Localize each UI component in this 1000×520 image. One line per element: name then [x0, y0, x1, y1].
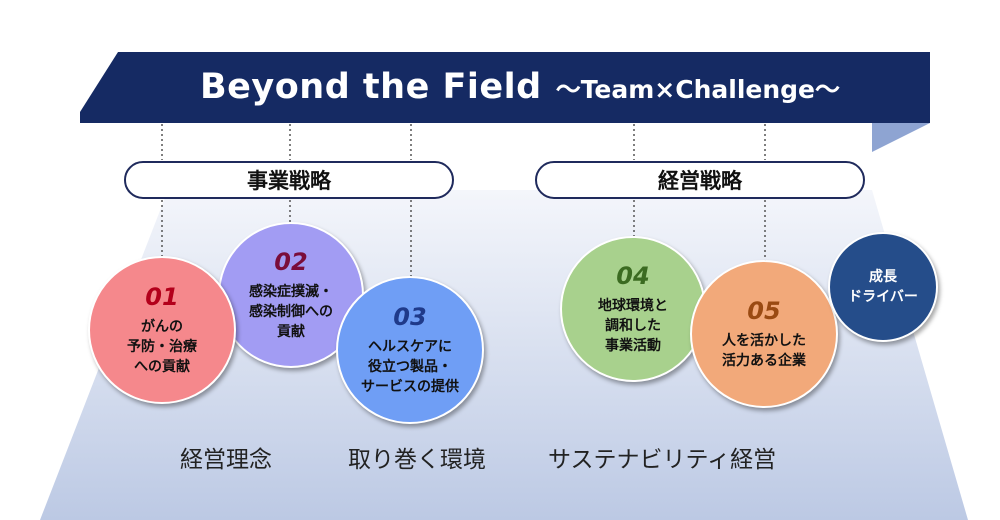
circle-number: 01 [145, 283, 179, 311]
bottom-label-environment: 取り巻く環境 [348, 447, 486, 473]
strategy-management: 経営戦略 [535, 161, 865, 199]
circle-number: 04 [616, 262, 650, 290]
circle-number: 03 [393, 303, 427, 331]
strategy-label: 事業戦略 [247, 169, 331, 193]
growth-driver-bubble: 成長 ドライバー [828, 232, 938, 342]
circle-text: 人を活かした 活力ある企業 [722, 333, 806, 369]
circle-02: 02 感染症撲滅・ 感染制御への 貢献 [218, 222, 364, 368]
banner-main-title: Beyond the Field [200, 67, 542, 107]
banner-title: Beyond the Field ～Team×Challenge～ [200, 62, 840, 112]
circle-text: がんの 予防・治療 への貢献 [127, 319, 197, 375]
banner-shape [80, 52, 930, 123]
circle-number: 05 [747, 297, 781, 325]
circle-number: 02 [274, 248, 308, 276]
circle-05: 05 人を活かした 活力ある企業 [690, 260, 838, 408]
circle-03: 03 ヘルスケアに 役立つ製品・ サービスの提供 [336, 276, 484, 424]
banner-accent-triangle [872, 123, 930, 152]
circle-text: 感染症撲滅・ 感染制御への 貢献 [249, 284, 333, 340]
circle-text: ヘルスケアに 役立つ製品・ サービスの提供 [361, 339, 459, 395]
circle-text: 地球環境と 調和した 事業活動 [598, 298, 668, 354]
bottom-label-philosophy: 経営理念 [180, 447, 272, 473]
strategy-label: 経営戦略 [658, 169, 742, 193]
connector-lines [161, 124, 766, 278]
circle-04: 04 地球環境と 調和した 事業活動 [560, 236, 706, 382]
strategy-business: 事業戦略 [124, 161, 454, 199]
circle-01: 01 がんの 予防・治療 への貢献 [88, 256, 236, 404]
bottom-label-sustainability: サステナビリティ経営 [548, 447, 777, 473]
banner-subtitle: ～Team×Challenge～ [555, 75, 841, 104]
